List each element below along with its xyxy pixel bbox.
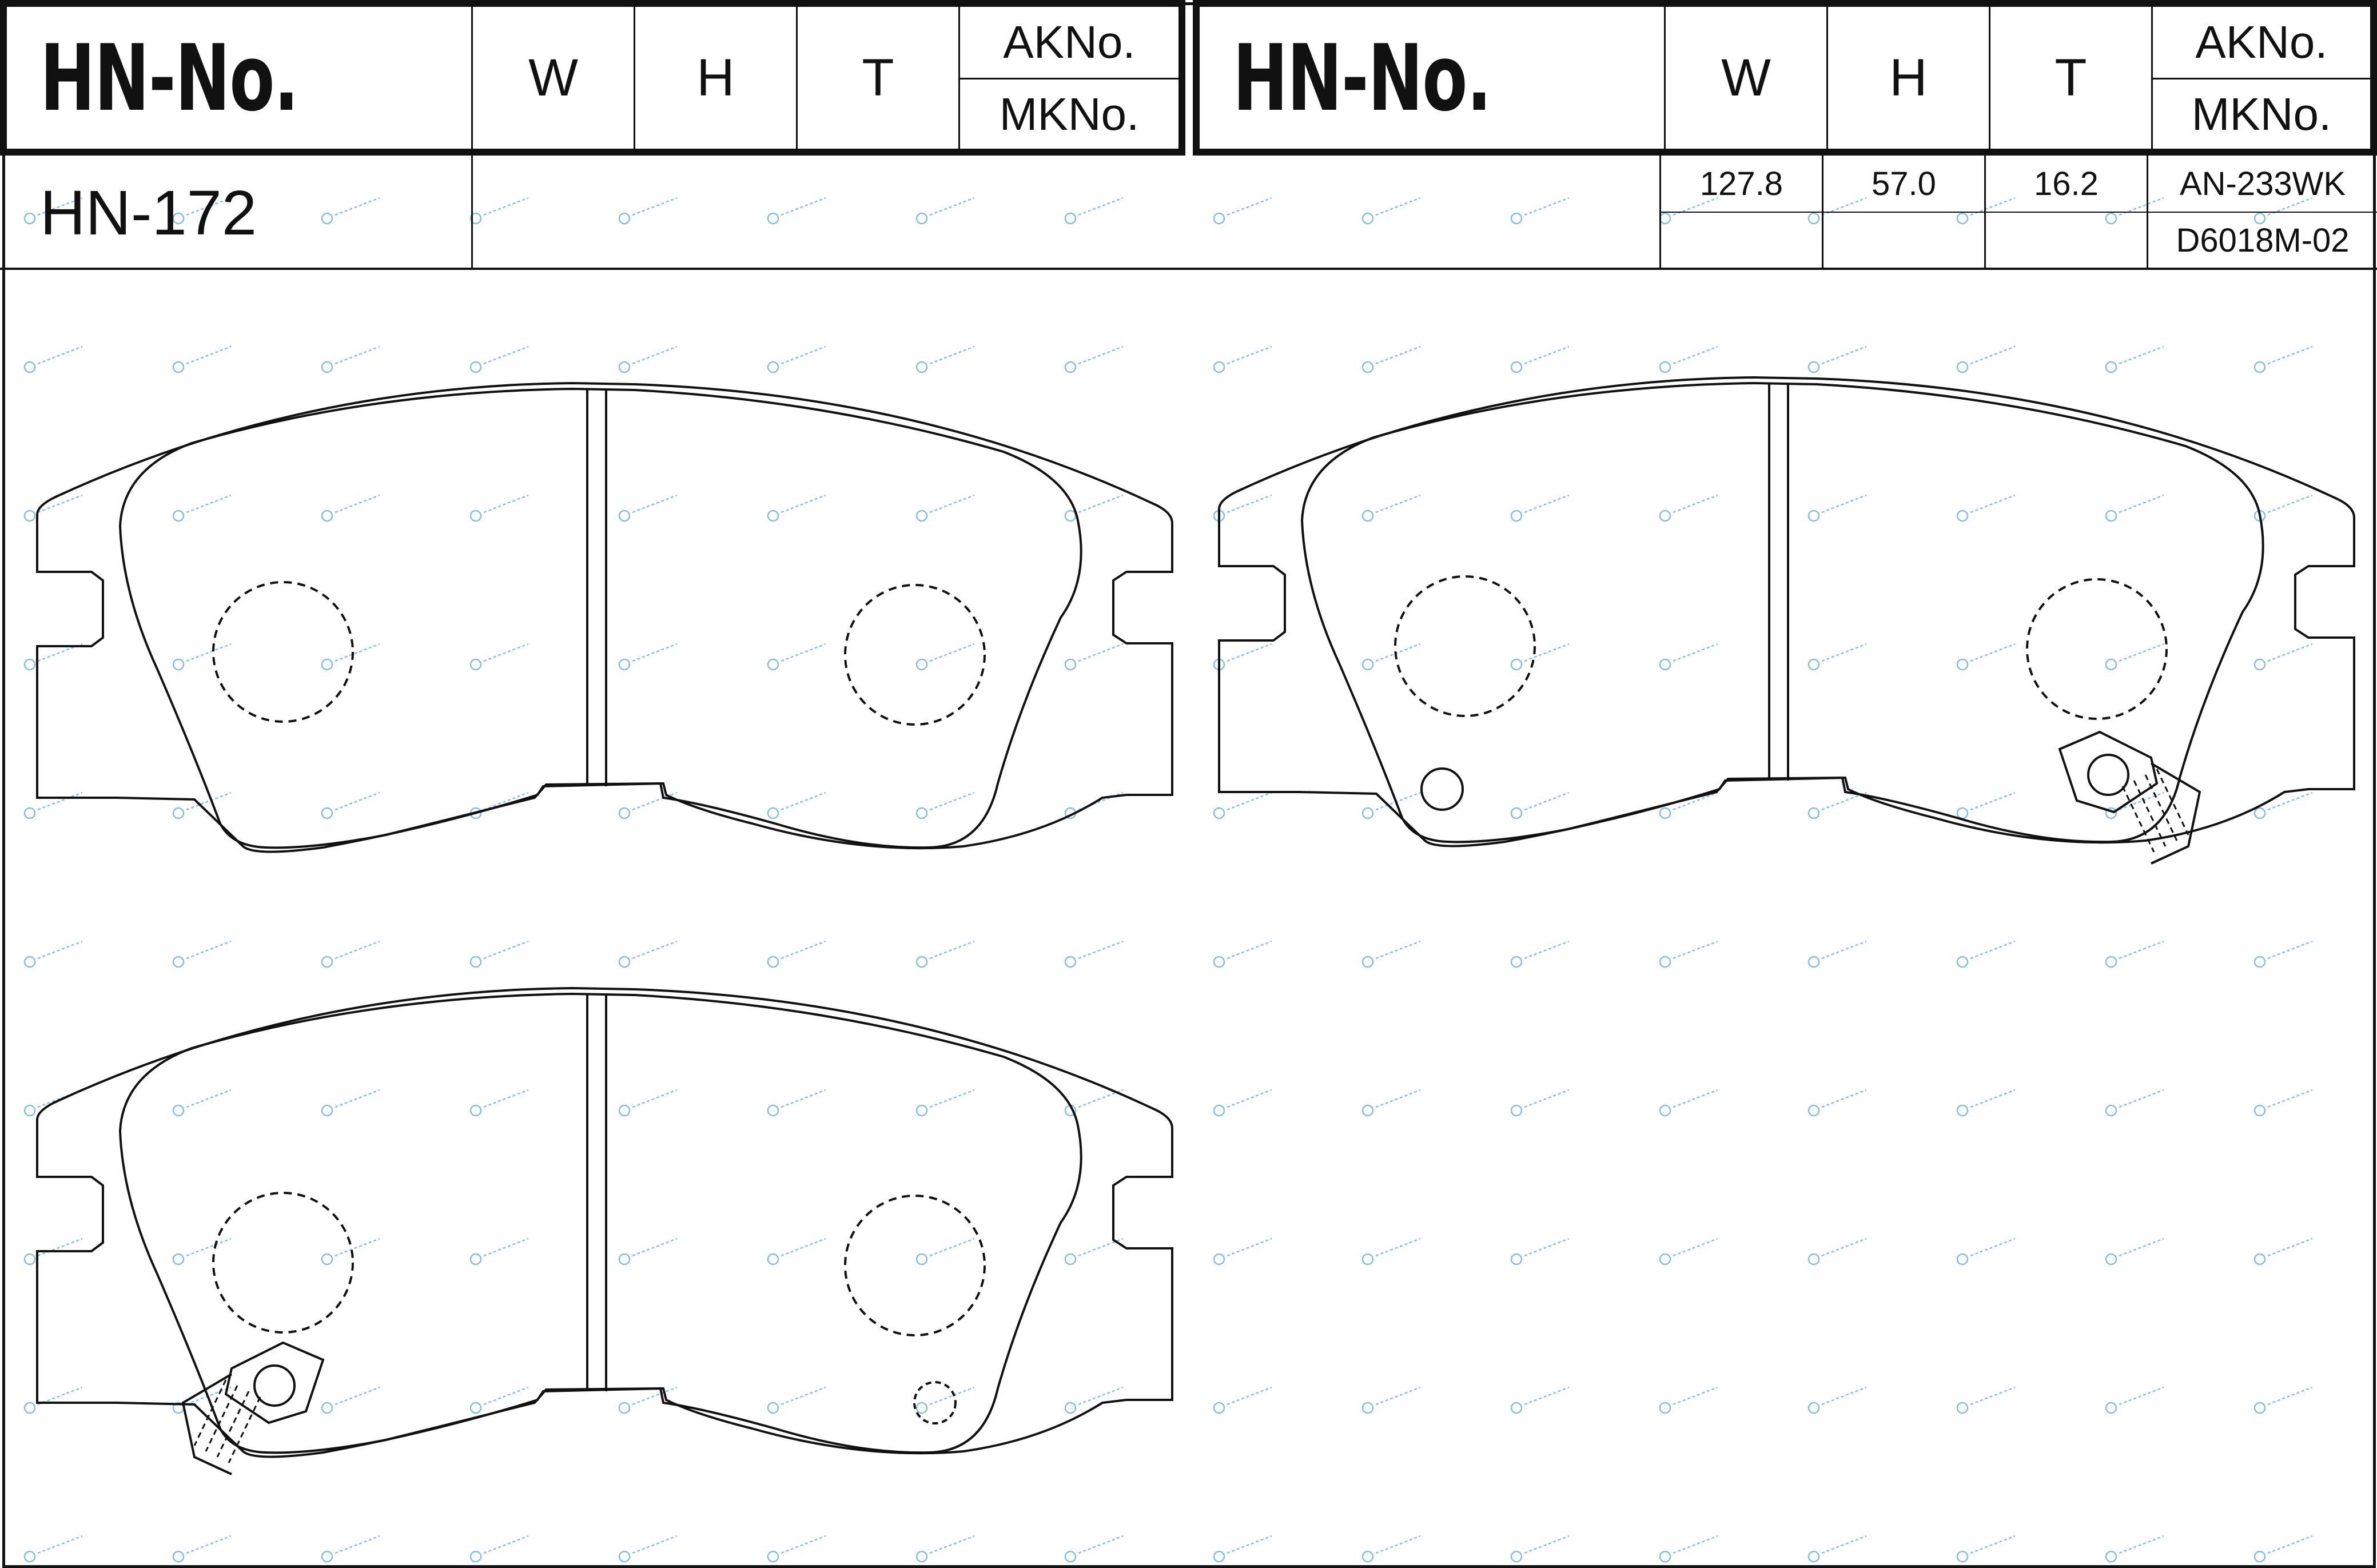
small-hole [1420,767,1464,811]
hn-no-title: HN-No. [40,24,299,132]
h-value: 57.0 [1872,165,1936,202]
divider [1664,7,1666,149]
divider [2151,78,2370,79]
t-value: 16.2 [2034,165,2099,202]
piston-outline [212,581,354,723]
divider [471,7,473,149]
divider [796,7,798,149]
piston-outline [844,1195,986,1336]
hn-number: HN-172 [40,177,257,248]
column-h-header: H [1889,48,1928,107]
piston-outline [212,1192,354,1334]
divider [1989,7,1990,149]
piston-outline [844,584,986,726]
divider [958,78,1178,79]
divider [1659,212,2377,213]
piston-outline [1394,575,1536,717]
w-value: 127.8 [1699,165,1783,202]
data-row: HN-172 127.8 57.0 16.2 AN-233WK D6018M-0… [0,156,2377,270]
header-right: HN-No. W H T AKNo. MKNo. [1193,0,2377,156]
divider [471,156,473,268]
column-mk-header: MKNo. [999,88,1140,140]
mk-number: D6018M-02 [2176,221,2350,259]
column-w-header: W [1721,48,1771,107]
brake-pad-plain [36,382,1173,853]
column-ak-header: AKNo. [2195,17,2328,67]
brake-pad-with-right-wear-sensor [1218,376,2355,865]
brake-pad-with-left-wear-sensor [36,987,1173,1475]
small-hole [913,1381,957,1424]
column-h-header: H [696,48,735,107]
column-ak-header: AKNo. [1003,17,1136,67]
divider [634,7,635,149]
ak-number: AN-233WK [2179,165,2346,202]
column-w-header: W [528,48,578,107]
divider [1826,7,1828,149]
piston-outline [2026,578,2168,720]
column-t-header: T [862,48,894,107]
column-mk-header: MKNo. [2191,88,2332,140]
column-t-header: T [2055,48,2087,107]
header-left: HN-No. W H T AKNo. MKNo. [0,0,1185,156]
wear-sensor [2059,731,2201,865]
hn-no-title: HN-No. [1233,24,1492,132]
